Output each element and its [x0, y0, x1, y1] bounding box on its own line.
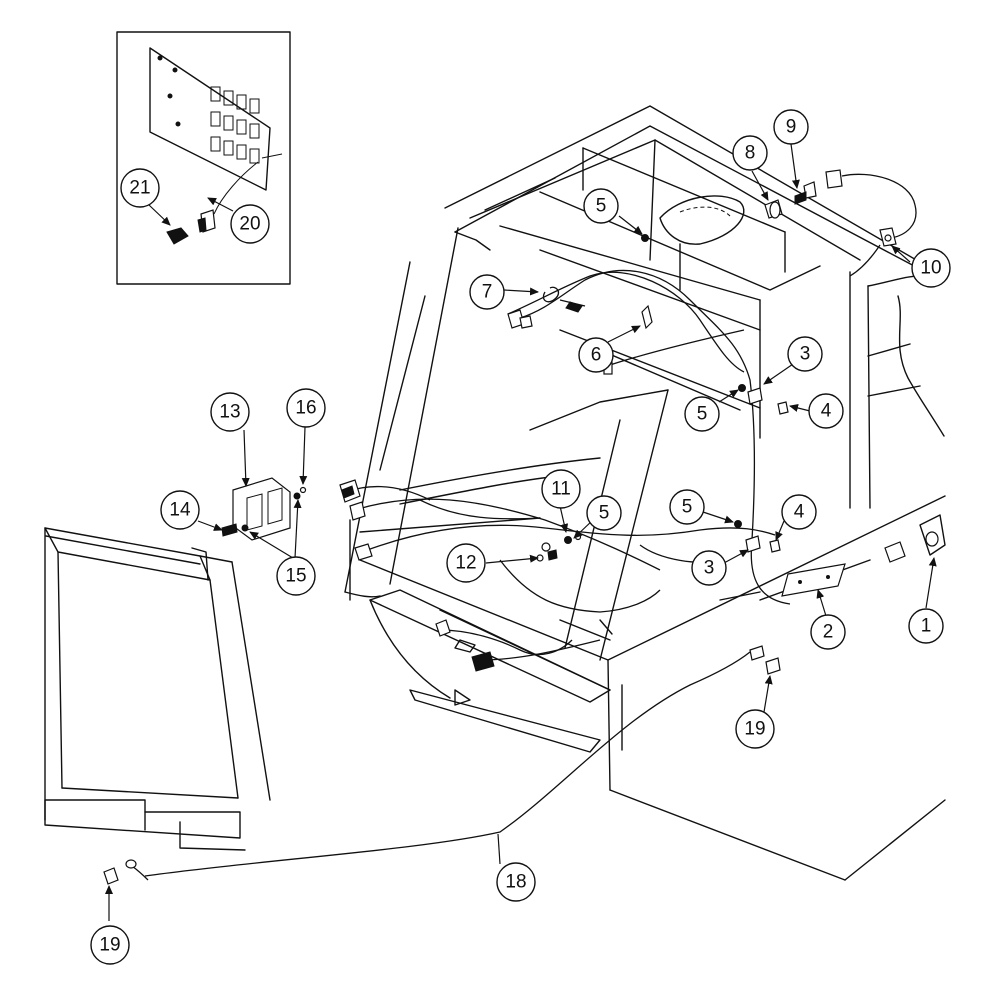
top-cable	[764, 169, 917, 277]
callout-9: 9	[773, 109, 809, 145]
leader-lines	[105, 143, 937, 921]
inset-switch-panel	[116, 31, 291, 285]
callout-13: 13	[210, 392, 250, 432]
svg-text:19: 19	[99, 935, 120, 956]
svg-text:5: 5	[599, 503, 610, 524]
ground-cable	[103, 645, 781, 885]
hardware-small	[536, 234, 906, 563]
callout-6: 6	[578, 337, 614, 373]
callout-20: 20	[230, 204, 270, 244]
callout-5: 5	[669, 489, 705, 525]
svg-text:13: 13	[219, 402, 240, 423]
callout-3: 3	[787, 336, 823, 372]
svg-text:15: 15	[285, 566, 306, 587]
svg-text:1: 1	[921, 616, 932, 637]
svg-text:2: 2	[823, 622, 834, 643]
svg-text:12: 12	[455, 553, 476, 574]
callouts: 1 2 3 3 4 4 5 5 5 5 6 7 8 9 10 11 12 13 …	[90, 109, 951, 965]
callout-1: 1	[908, 608, 944, 644]
callout-7: 7	[469, 274, 505, 310]
svg-text:3: 3	[704, 558, 715, 579]
main-harness	[339, 479, 776, 672]
svg-text:21: 21	[129, 178, 150, 199]
callout-8: 8	[732, 135, 768, 171]
svg-text:6: 6	[591, 345, 602, 366]
callout-4: 4	[781, 494, 817, 530]
svg-text:10: 10	[920, 258, 941, 279]
callout-5: 5	[586, 495, 622, 531]
horn-assembly	[221, 477, 307, 541]
svg-text:8: 8	[745, 143, 756, 164]
svg-text:3: 3	[800, 344, 811, 365]
callout-10: 10	[911, 248, 951, 288]
radiator	[44, 527, 271, 851]
svg-text:16: 16	[295, 398, 316, 419]
callout-3: 3	[691, 550, 727, 586]
callout-5: 5	[583, 188, 619, 224]
callout-15: 15	[276, 556, 316, 596]
callout-21: 21	[120, 168, 160, 208]
callout-16: 16	[286, 388, 326, 428]
machine-frame	[344, 105, 946, 881]
svg-text:19: 19	[744, 719, 765, 740]
callout-18: 18	[496, 862, 536, 902]
svg-text:5: 5	[596, 196, 607, 217]
callout-4: 4	[808, 393, 844, 429]
svg-text:5: 5	[682, 497, 693, 518]
callout-19: 19	[735, 709, 775, 749]
svg-text:14: 14	[169, 500, 191, 521]
svg-text:5: 5	[697, 404, 708, 425]
svg-text:4: 4	[821, 401, 832, 422]
callout-19: 19	[90, 925, 130, 965]
callout-11: 11	[541, 469, 581, 509]
svg-text:20: 20	[239, 214, 260, 235]
callout-14: 14	[160, 490, 200, 530]
svg-text:7: 7	[482, 282, 493, 303]
svg-text:18: 18	[505, 872, 526, 893]
svg-text:9: 9	[786, 117, 797, 138]
callout-2: 2	[810, 614, 846, 650]
svg-text:11: 11	[551, 479, 571, 500]
svg-text:4: 4	[794, 502, 805, 523]
callout-12: 12	[446, 543, 486, 583]
callout-5: 5	[684, 396, 720, 432]
